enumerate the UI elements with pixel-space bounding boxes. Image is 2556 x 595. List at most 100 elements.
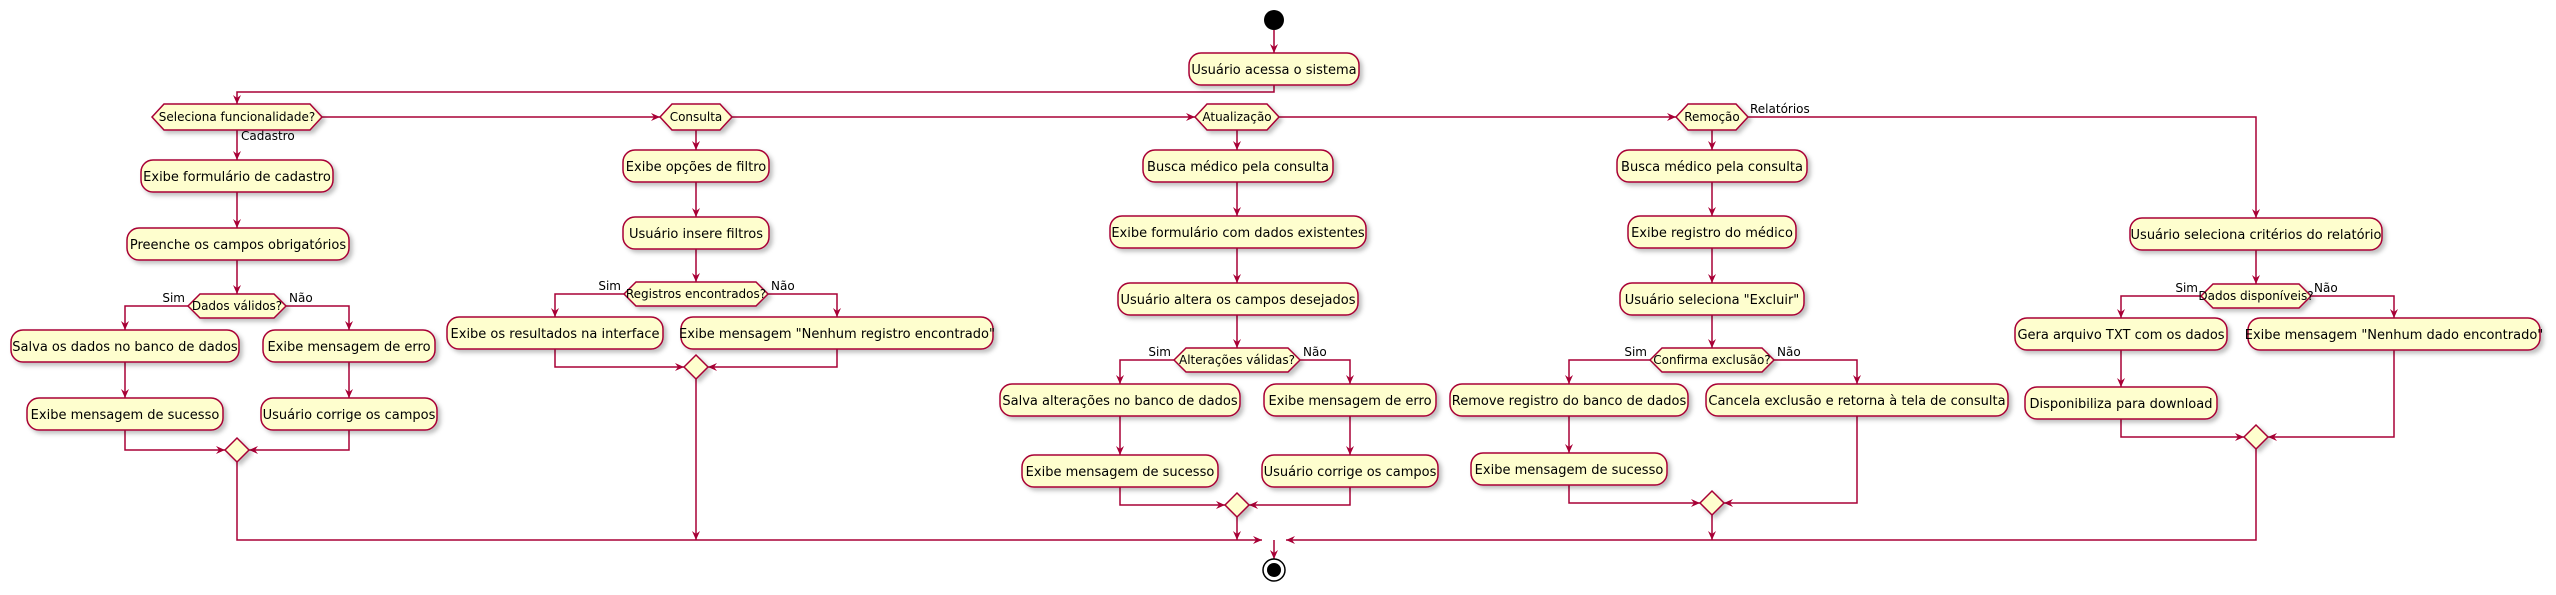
cadastro-label-nao: Não [289,291,313,305]
edge-acessa-main [233,85,1275,104]
activity-acessa-sistema: Usuário acessa o sistema [1188,52,1360,86]
consulta-exibe-resultados-label: Exibe os resultados na interface [451,327,660,342]
atualizacao-altera-campos: Usuário altera os campos desejados [1117,282,1359,316]
activity-acessa-sistema-label: Usuário acessa o sistema [1191,63,1356,78]
e-c10 [236,462,1262,544]
atualizacao-label-sim: Sim [1148,345,1171,359]
relatorios-gera-txt-label: Gera arquivo TXT com os dados [2017,328,2224,343]
e-r5 [1565,359,1650,384]
e-c8 [124,430,225,454]
relatorios-mensagem-nenhum-dado-label: Exibe mensagem "Nenhum dado encontrado" [2245,328,2544,343]
cadastro-exibe-sucesso-label: Exibe mensagem de sucesso [31,408,220,423]
decision-remocao-label: Remoção [1684,110,1740,124]
cadastro-merge [223,436,251,464]
relatorios-seleciona-criterios: Usuário seleciona critérios do relatório [2129,217,2383,251]
e-c9 [249,430,350,454]
atualizacao-salva-alteracoes: Salva alterações no banco de dados [999,383,1241,417]
cadastro-exibe-sucesso: Exibe mensagem de sucesso [26,397,224,431]
relatorios-gera-txt: Gera arquivo TXT com os dados [2014,317,2228,351]
decision-atualizacao-label: Atualização [1202,110,1271,124]
e-t7 [1286,449,2257,544]
e-t3 [2311,295,2398,318]
remocao-exibe-sucesso-label: Exibe mensagem de sucesso [1475,463,1664,478]
remocao-label-sim: Sim [1624,345,1647,359]
consulta-label-sim: Sim [598,279,621,293]
remocao-cancela-exclusao: Cancela exclusão e retorna à tela de con… [1705,383,2009,417]
atualizacao-corrige-campos: Usuário corrige os campos [1261,454,1439,488]
cadastro-decision-dados-validos-label: Dados válidos? [192,299,282,313]
remocao-busca-medico-label: Busca médico pela consulta [1621,160,1803,175]
atualizacao-exibe-erro-label: Exibe mensagem de erro [1268,394,1431,409]
atualizacao-altera-campos-label: Usuário altera os campos desejados [1121,293,1356,308]
cadastro-corrige-campos-label: Usuário corrige os campos [263,408,436,423]
e-a10 [1249,487,1351,509]
e-a5 [1116,359,1174,384]
remocao-decision-confirma-label: Confirma exclusão? [1653,353,1770,367]
atualizacao-decision-alteracoes: Alterações válidas? [1172,347,1302,373]
relatorios-disponibiliza-download-label: Disponibiliza para download [2030,397,2213,412]
remocao-seleciona-excluir-label: Usuário seleciona "Excluir" [1625,293,1800,308]
flow-edges [121,30,2398,559]
consulta-exibe-resultados: Exibe os resultados na interface [446,316,664,350]
remocao-seleciona-excluir: Usuário seleciona "Excluir" [1619,282,1805,316]
relatorios-disponibiliza-download: Disponibiliza para download [2024,386,2218,420]
consulta-insere-filtros-label: Usuário insere filtros [629,227,763,242]
cadastro-exibe-formulario: Exibe formulário de cadastro [140,159,334,193]
e-c5 [286,305,353,330]
consulta-exibe-opcoes: Exibe opções de filtro [622,149,770,183]
atualizacao-busca-medico-label: Busca médico pela consulta [1147,160,1329,175]
edge-remocao-relatorios [1748,116,2260,218]
label-cadastro: Cadastro [241,129,295,143]
remocao-label-nao: Não [1777,345,1801,359]
cadastro-salva-dados-label: Salva os dados no banco de dados [12,340,238,355]
relatorios-merge [2242,423,2270,451]
relatorios-mensagem-nenhum-dado: Exibe mensagem "Nenhum dado encontrado" [2245,317,2544,351]
e-a6 [1300,359,1354,384]
remocao-busca-medico: Busca médico pela consulta [1616,149,1808,183]
e-q5 [768,293,841,317]
relatorios-seleciona-criterios-label: Usuário seleciona critérios do relatório [2131,228,2382,243]
cadastro-exibe-erro: Exibe mensagem de erro [262,329,436,363]
consulta-decision-registros: Registros encontrados? [622,281,770,307]
consulta-exibe-opcoes-label: Exibe opções de filtro [626,160,766,175]
remocao-remove-registro-label: Remove registro do banco de dados [1452,394,1687,409]
decision-consulta: Consulta [658,103,734,131]
cadastro-label-sim: Sim [162,291,185,305]
cadastro-salva-dados: Salva os dados no banco de dados [10,329,240,363]
cadastro-corrige-campos: Usuário corrige os campos [260,397,438,431]
e-t5 [2120,419,2244,441]
cadastro-decision-dados-validos: Dados válidos? [186,293,288,319]
remocao-cancela-exclusao-label: Cancela exclusão e retorna à tela de con… [1708,394,2005,409]
decision-remocao: Remoção [1674,103,1750,131]
relatorios-label-sim: Sim [2175,281,2198,295]
e-q7 [708,349,838,371]
cadastro-preenche-campos-label: Preenche os campos obrigatórios [130,238,347,253]
atualizacao-exibe-sucesso: Exibe mensagem de sucesso [1021,454,1219,488]
e-a9 [1119,487,1225,509]
label-relatorios: Relatórios [1750,102,1810,116]
atualizacao-corrige-campos-label: Usuário corrige os campos [1264,465,1437,480]
decision-seleciona-funcionalidade: Seleciona funcionalidade? [150,103,324,131]
e-t2 [2117,295,2201,318]
decision-atualizacao: Atualização [1193,103,1281,131]
e-q6 [554,349,684,371]
cadastro-exibe-erro-label: Exibe mensagem de erro [267,340,430,355]
e-c4 [121,305,188,330]
remocao-remove-registro: Remove registro do banco de dados [1449,383,1689,417]
consulta-decision-registros-label: Registros encontrados? [626,287,766,301]
remocao-decision-confirma: Confirma exclusão? [1648,347,1776,373]
remocao-exibe-registro: Exibe registro do médico [1627,215,1797,249]
e-r8 [1568,485,1700,507]
atualizacao-exibe-formulario-label: Exibe formulário com dados existentes [1111,226,1365,241]
remocao-merge [1698,489,1726,517]
decision-consulta-label: Consulta [670,110,723,124]
e-r9 [1724,416,1858,507]
atualizacao-salva-alteracoes-label: Salva alterações no banco de dados [1002,394,1237,409]
cadastro-exibe-formulario-label: Exibe formulário de cadastro [143,170,331,185]
consulta-label-nao: Não [771,279,795,293]
relatorios-decision-dados-label: Dados disponíveis? [2198,289,2313,303]
remocao-exibe-registro-label: Exibe registro do médico [1631,226,1793,241]
atualizacao-exibe-sucesso-label: Exibe mensagem de sucesso [1026,465,1215,480]
